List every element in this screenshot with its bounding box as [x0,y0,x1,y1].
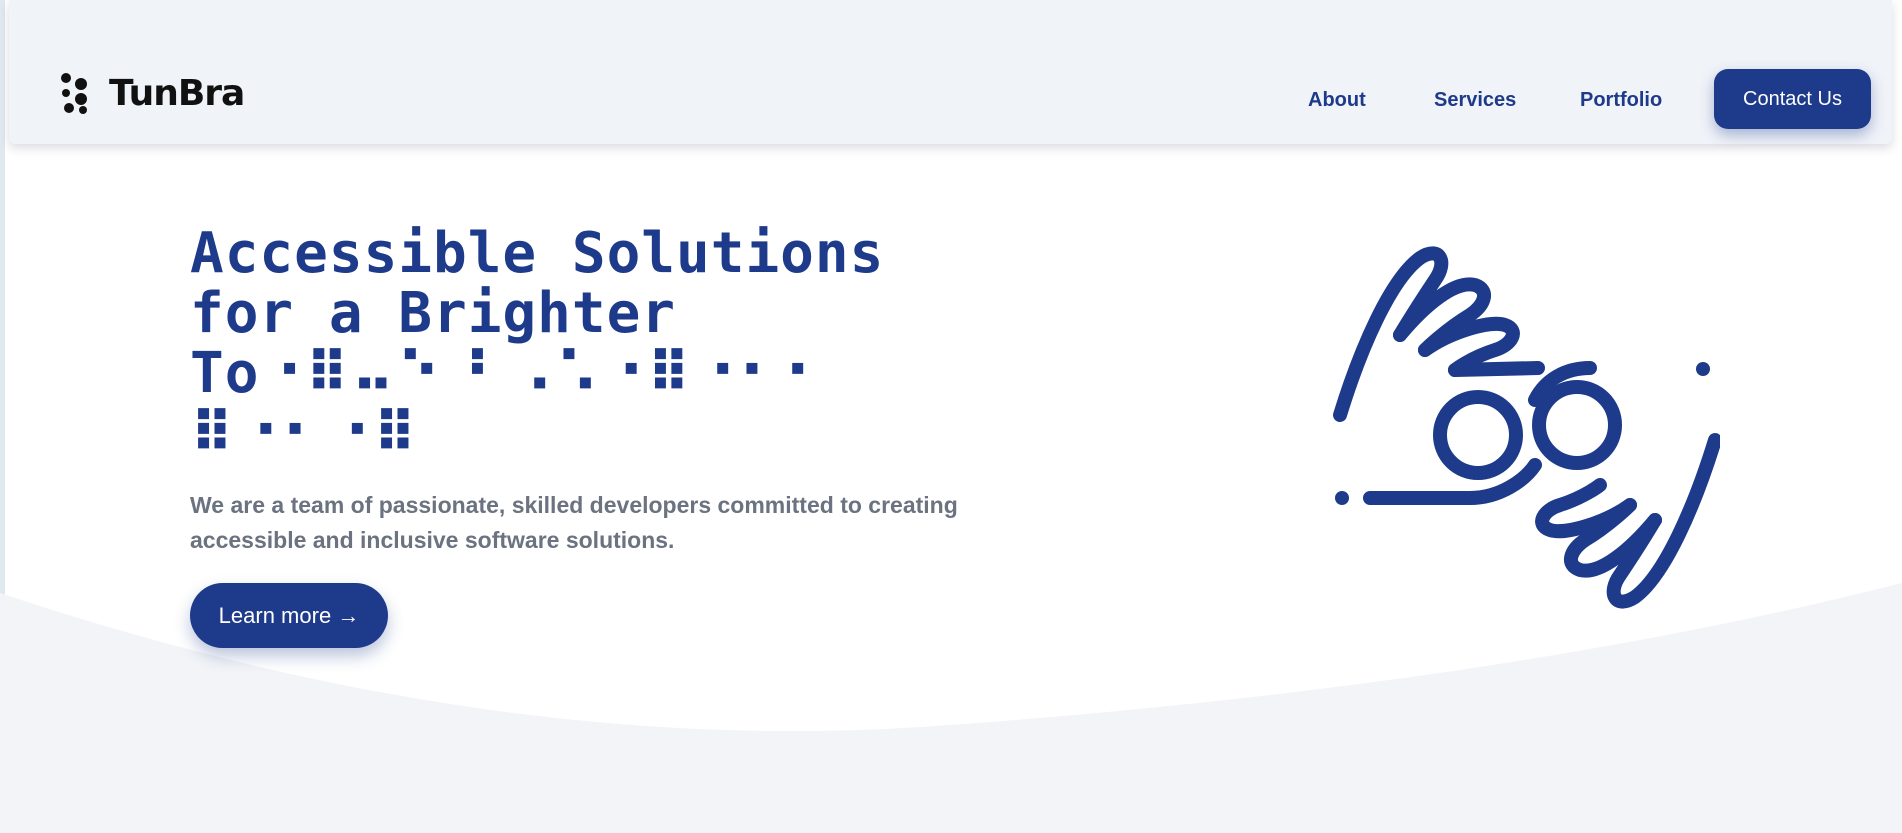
learn-more-label: Learn more [218,603,332,628]
nav-portfolio[interactable]: Portfolio [1580,89,1663,111]
hero-title: Accessible Solutions for a Brighter To⠐⠿… [190,224,990,464]
hero-title-braille: ⠐⠿⠤⠑ ⠃⠠⠡⠐⠿⠐⠂⠂ ⠿⠐⠂⠐⠿ [190,341,830,466]
logo-text: TunBra [109,72,245,114]
nav-services[interactable]: Services [1434,89,1517,111]
hero-description: We are a team of passionate, skilled dev… [190,492,958,553]
page-left-edge [0,0,5,833]
hero-title-line3-prefix: To [190,341,260,406]
nav-about[interactable]: About [1308,89,1366,111]
arrow-right-icon: → [337,603,360,628]
hero-title-line2: for a Brighter [190,281,677,346]
braille-dots-icon [61,73,87,114]
learn-more-button[interactable]: Learn more → [190,583,388,648]
hero-title-line1: Accessible Solutions [190,221,885,286]
wave-background [0,583,1902,833]
main-nav: About Services Portfolio Contact Us [9,69,1892,131]
sign-language-hands-icon [1333,246,1720,609]
site-header: TunBra About Services Portfolio Contact … [9,0,1892,144]
contact-us-button[interactable]: Contact Us [1714,69,1871,129]
logo[interactable]: TunBra [57,72,245,114]
